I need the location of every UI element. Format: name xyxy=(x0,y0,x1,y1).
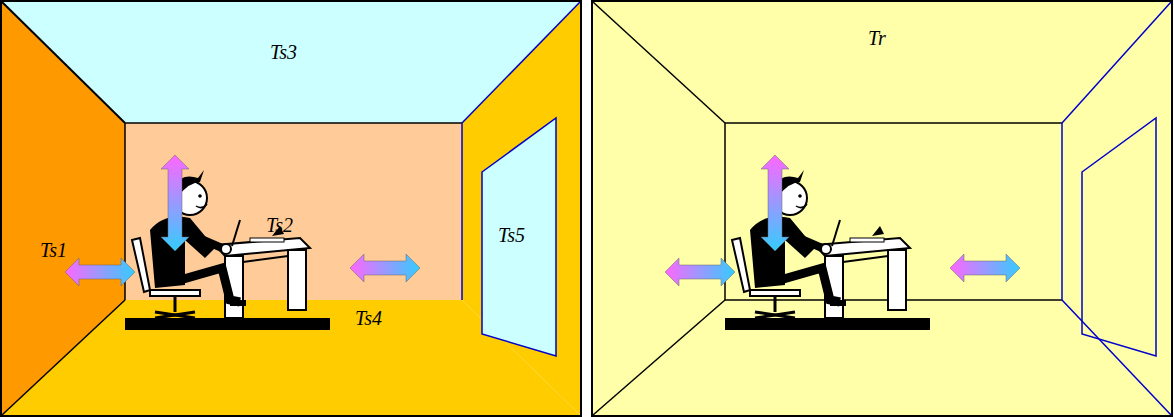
temperature-label: Ts3 xyxy=(270,42,297,62)
temperature-label: Ts2 xyxy=(266,215,293,235)
temperature-label: Ts1 xyxy=(40,240,67,260)
temperature-label: Tr xyxy=(868,28,886,48)
temperature-label: Ts5 xyxy=(498,225,525,245)
temperature-label: Ts4 xyxy=(355,308,382,328)
